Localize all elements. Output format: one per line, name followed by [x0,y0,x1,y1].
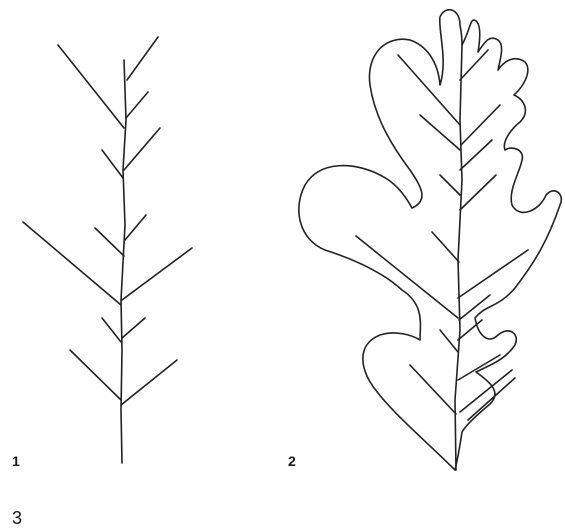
figure-2-midrib [455,45,462,470]
figure-1-vein [23,222,121,305]
figure-1-vein [70,350,121,400]
figure-2-vein [398,55,460,125]
figure-1-vein [121,360,177,405]
figure-1-vein [126,92,148,118]
figure-2-label: 2 [288,453,296,469]
figure-2-oak-leaf [299,10,561,470]
figure-2-vein [460,175,496,210]
figure-2-vein [410,365,456,414]
figure-1-vein [127,37,158,80]
figure-1-vein [102,318,121,342]
figure-1-vein [122,318,145,338]
figure-2-vein [356,236,458,318]
figure-1-vein [58,45,124,128]
figure-1-vein [124,128,160,170]
figure-2-vein [458,250,528,298]
figure-2-vein [460,140,492,170]
figure-2-vein [459,295,490,320]
figure-2-vein [440,330,458,352]
figure-1-vein [125,215,146,240]
figure-2-vein [461,105,500,145]
figure-1-vein [122,248,192,300]
figure-2-vein [460,50,488,80]
figure-2-vein [420,115,460,150]
figure-1-vein [102,150,123,178]
figure-2-vein [460,370,512,412]
figure-2-leaf-outline [299,10,561,470]
figure-2-vein [432,232,459,262]
figure-1-label: 1 [12,453,20,469]
figure-2-vein [440,175,460,195]
page-number: 3 [12,508,22,529]
figure-1-vein [95,228,124,256]
figure-2-vein [458,355,500,380]
figure-1-vein-skeleton [23,37,192,463]
